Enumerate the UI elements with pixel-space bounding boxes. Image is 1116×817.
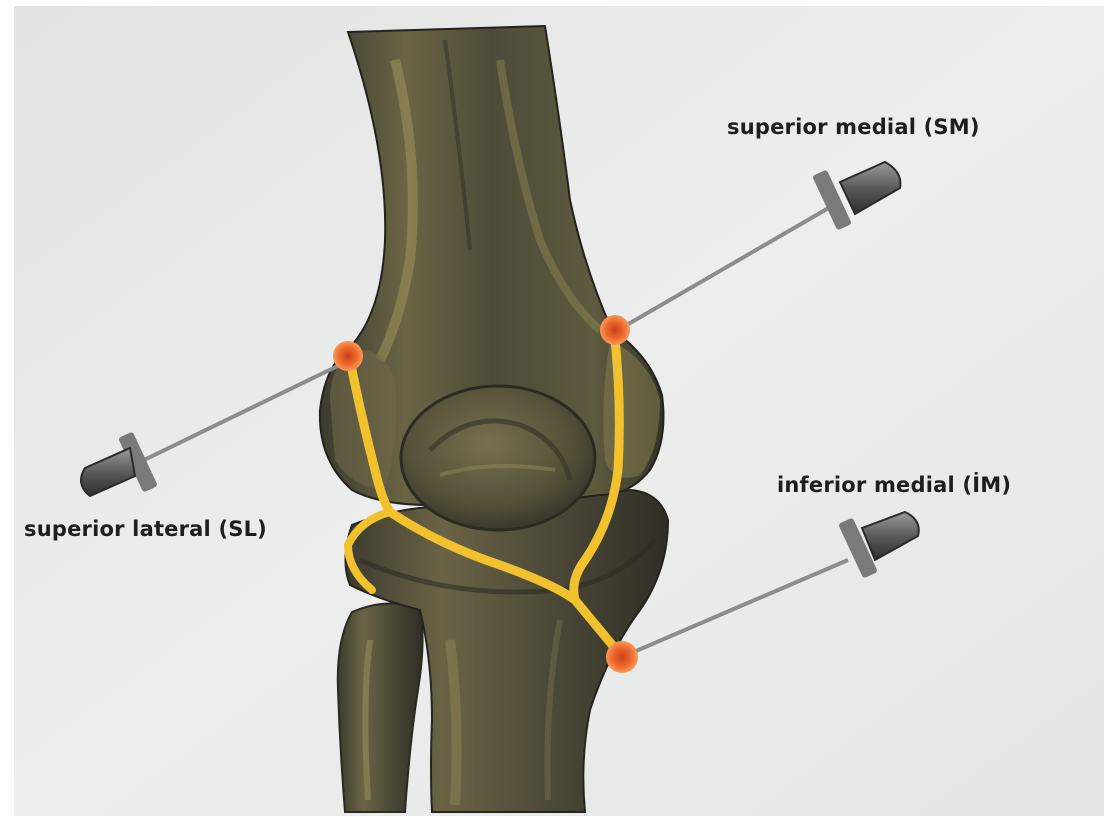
label-inferior-medial: inferior medial (İM) <box>777 473 1011 497</box>
target-point-inferior-medial <box>606 641 638 673</box>
target-point-superior-lateral <box>333 341 363 371</box>
patella <box>401 386 595 530</box>
label-superior-lateral: superior lateral (SL) <box>24 517 267 541</box>
label-superior-medial: superior medial (SM) <box>727 115 980 139</box>
target-point-superior-medial <box>600 315 630 345</box>
